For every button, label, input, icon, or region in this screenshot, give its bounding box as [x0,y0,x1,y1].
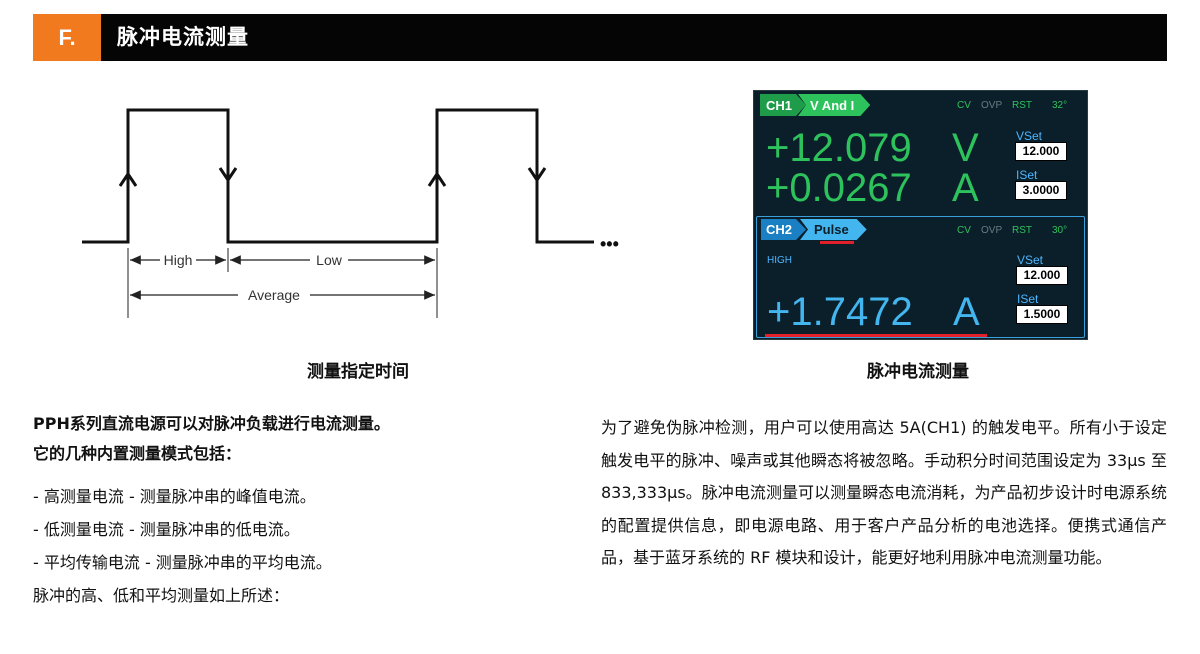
right-caption: 脉冲电流测量 [867,362,969,382]
ch1-voltage-readout: +12.079 [766,126,912,170]
ch1-current-readout: +0.0267 [766,166,912,210]
ch1-iset-value[interactable]: 3.0000 [1015,181,1067,200]
ch2-vset-label: VSet [1017,253,1044,267]
closing-line: 脉冲的高、低和平均测量如上所述： [33,586,290,605]
ch2-readout-marker [765,334,987,337]
section-letter: F. [33,14,101,61]
ch1-voltage-unit: V [952,126,979,170]
ch2-iset-label: ISet [1017,292,1039,306]
ch2-mode: Pulse [800,219,867,240]
mode-item-average: - 平均传输电流 - 测量脉冲串的平均电流。 [33,553,332,572]
falling-edge-arrow-1 [218,167,238,183]
ch2-status-cv: CV [957,225,971,236]
ch1-current-unit: A [952,166,979,210]
section-header: F. 脉冲电流测量 [33,14,1167,61]
section-title: 脉冲电流测量 [117,25,249,49]
ch2-status-rst: RST [1012,225,1032,236]
ch1-iset-label: ISet [1016,168,1038,182]
ch2-vset-value[interactable]: 12.000 [1016,266,1068,285]
rising-edge-arrow-1 [118,171,138,187]
ch2-tag: CH2 [761,219,806,240]
left-caption: 测量指定时间 [307,362,409,382]
instrument-screen: CH1 V And I CV OVP RST 32° +12.079 V +0.… [753,90,1088,340]
continuation-dots: ••• [600,234,619,254]
ch2-panel: CH2 Pulse CV OVP RST 30° HIGH +1.7472 A … [756,216,1085,338]
rising-edge-arrow-2 [427,171,447,187]
ch1-tag: CH1 [760,94,806,116]
ch2-iset-value[interactable]: 1.5000 [1016,305,1068,324]
ch1-status-temp: 32° [1052,100,1068,111]
mode-item-low: - 低测量电流 - 测量脉冲串的低电流。 [33,520,300,539]
high-label: High [164,252,193,268]
pulse-timing-diagram: ••• High Low Average [82,108,619,318]
ch2-range-label: HIGH [767,255,792,266]
ch1-status-cv: CV [957,100,971,111]
ch1-status-ovp: OVP [981,100,1003,111]
ch2-status-temp: 30° [1052,225,1068,236]
ch2-current-readout: +1.7472 [767,290,913,334]
intro-line-2: 它的几种内置测量模式包括： [33,444,242,463]
ch1-status-rst: RST [1012,100,1032,111]
description-paragraph: 为了避免伪脉冲检测，用户可以使用高达 5A(CH1) 的触发电平。所有小于设定触… [601,418,1167,567]
ch1-vset-value[interactable]: 12.000 [1015,142,1067,161]
pulse-waveform [82,108,594,244]
ch1-mode: V And I [798,94,870,116]
mode-item-high: - 高测量电流 - 测量脉冲串的峰值电流。 [33,487,316,506]
low-label: Low [316,252,343,268]
intro-line-1: PPH系列直流电源可以对脉冲负载进行电流测量。 [33,414,390,433]
ch2-status-ovp: OVP [981,225,1003,236]
ch2-current-unit: A [953,290,980,334]
falling-edge-arrow-2 [527,167,547,183]
ch2-mode-marker [820,241,854,244]
average-label: Average [248,287,300,303]
ch1-vset-label: VSet [1016,129,1043,143]
